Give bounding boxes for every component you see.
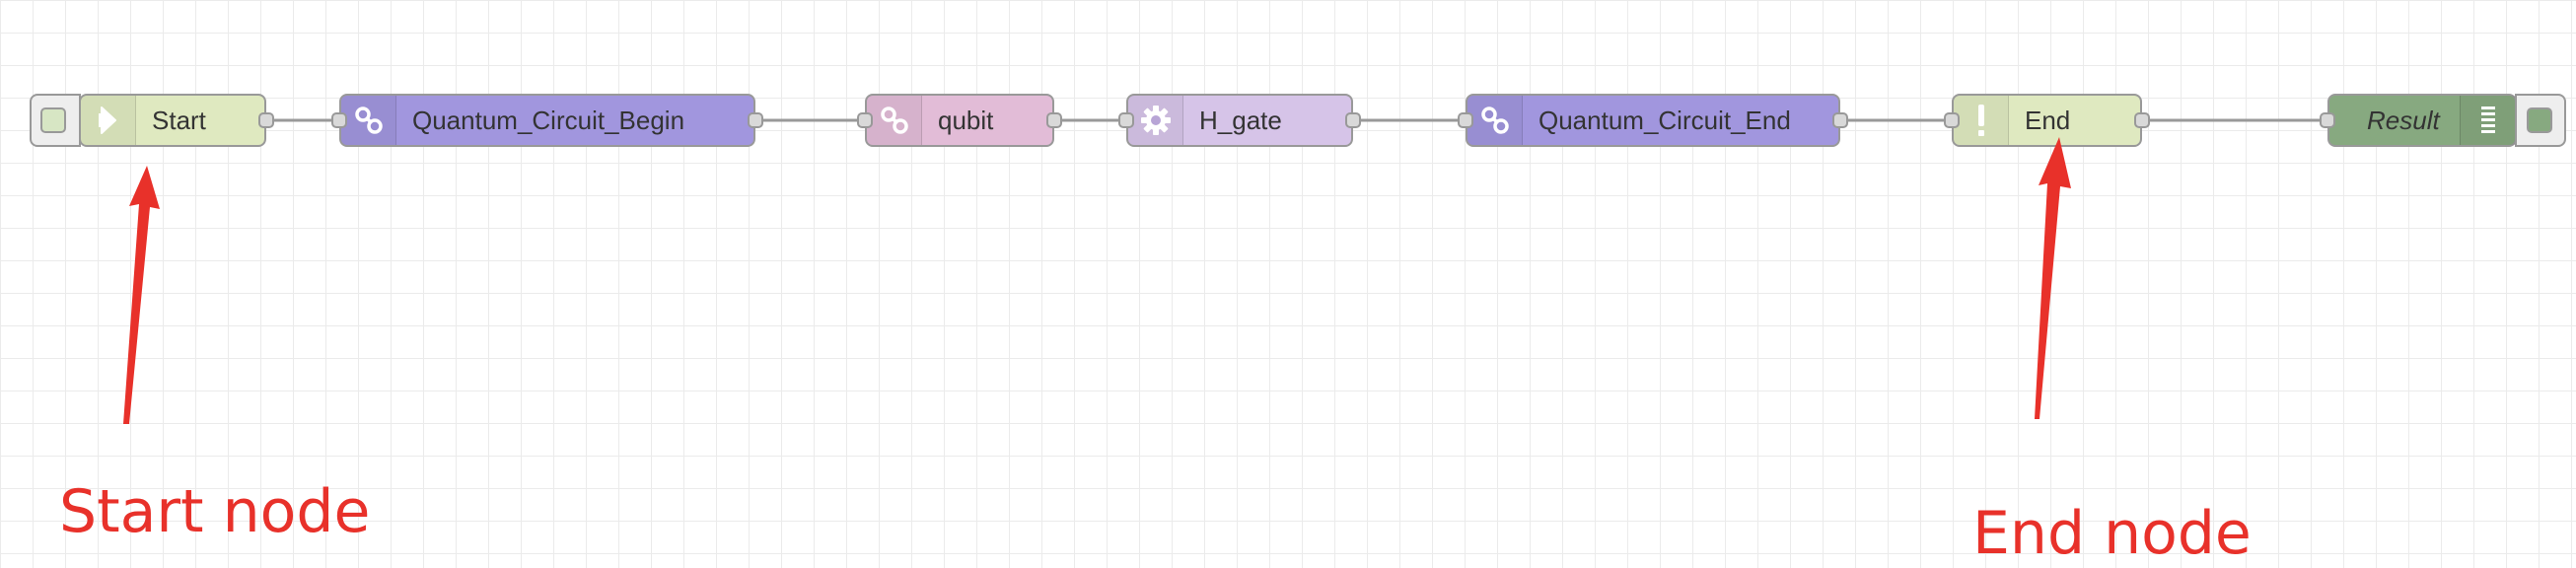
inject-trigger-button[interactable] [30,94,81,147]
exclamation-icon [1954,96,2009,145]
output-port[interactable] [748,112,763,128]
node-qubit[interactable]: qubit [857,94,1062,147]
node-label: qubit [938,105,994,135]
output-port[interactable] [1046,112,1062,128]
node-h-gate[interactable]: H_gate [1118,94,1361,147]
input-port[interactable] [1944,112,1960,128]
debug-toggle-button[interactable] [2515,94,2566,147]
input-port[interactable] [1458,112,1473,128]
node-end[interactable]: End [1944,94,2150,147]
start-annotation-arrow [123,166,160,424]
node-label: End [2025,105,2071,135]
node-label: Start [152,105,206,135]
link-icon [1467,96,1523,145]
inject-trigger-icon [40,107,66,133]
node-result[interactable]: Result [2320,94,2517,147]
output-port[interactable] [258,112,274,128]
link-icon [341,96,396,145]
end-annotation-arrow [2035,137,2071,419]
end-node-annotation: End node [1972,499,2252,568]
arrow-right-icon [81,96,136,145]
input-port[interactable] [1118,112,1134,128]
output-port[interactable] [2134,112,2150,128]
output-port[interactable] [1345,112,1361,128]
node-label: Result [2367,105,2440,135]
node-label: Quantum_Circuit_End [1538,105,1791,135]
node-quantum-circuit-end[interactable]: Quantum_Circuit_End [1458,94,1848,147]
node-start[interactable]: Start [79,94,274,147]
input-port[interactable] [2320,112,2335,128]
debug-toggle-icon [2527,107,2552,133]
node-label: Quantum_Circuit_Begin [412,105,685,135]
input-port[interactable] [857,112,873,128]
input-port[interactable] [331,112,347,128]
list-icon [2460,96,2515,145]
link-icon [867,96,922,145]
gear-icon [1128,96,1183,145]
output-port[interactable] [1832,112,1848,128]
node-label: H_gate [1199,105,1282,135]
node-quantum-circuit-begin[interactable]: Quantum_Circuit_Begin [331,94,763,147]
start-node-annotation: Start node [59,477,371,546]
